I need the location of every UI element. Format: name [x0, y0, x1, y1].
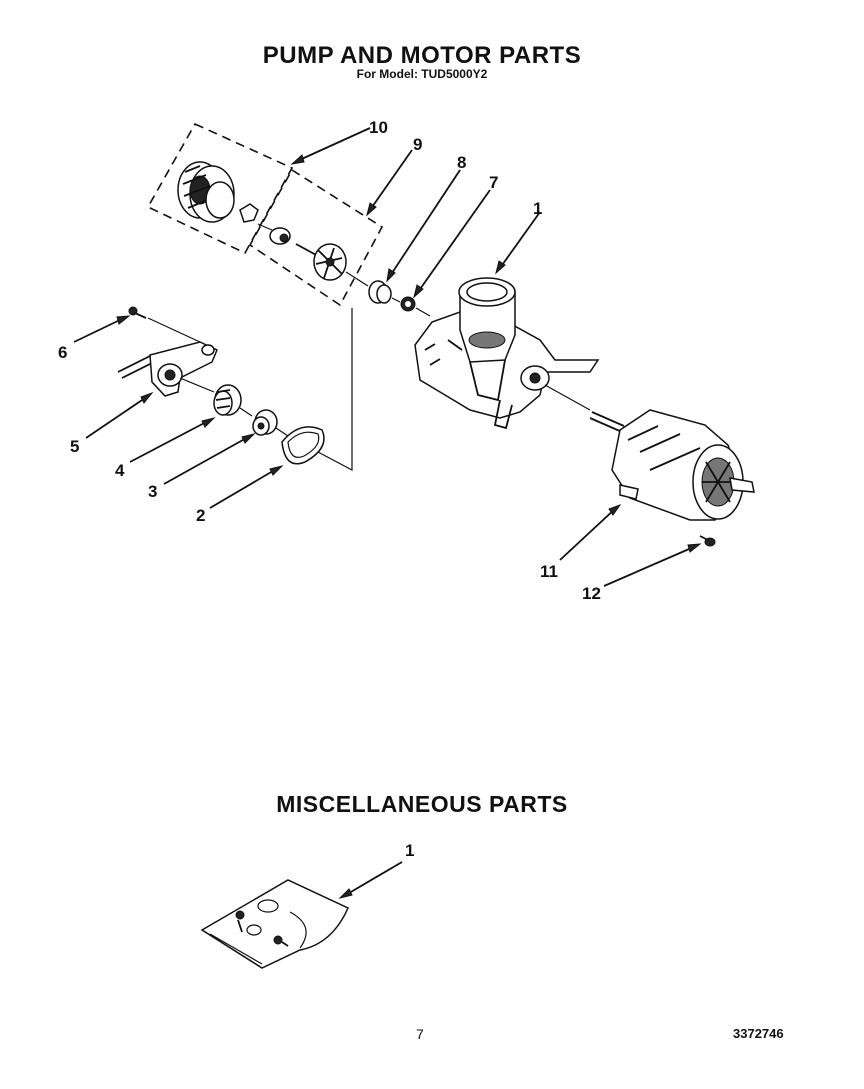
page-number: 7	[416, 1026, 424, 1042]
part-8-seal	[368, 280, 392, 304]
part-10-drum-assembly	[177, 161, 259, 223]
callout-12: 12	[582, 584, 601, 603]
part-11-motor	[589, 409, 755, 521]
callout-11: 11	[540, 562, 558, 581]
callout-5: 5	[70, 437, 79, 456]
callout-10: 10	[369, 118, 388, 137]
misc-section-title: MISCELLANEOUS PARTS	[276, 791, 568, 817]
callout-leaders	[73, 127, 702, 899]
part-5-bracket	[117, 341, 218, 397]
group-box-10	[146, 122, 294, 255]
callout-8: 8	[457, 153, 466, 172]
page-title: PUMP AND MOTOR PARTS	[262, 42, 582, 69]
part-3-seal	[252, 409, 278, 436]
callout-2: 2	[196, 506, 205, 525]
assembly-centerlines	[147, 223, 591, 471]
part-12-screw	[699, 535, 716, 547]
model-subtitle: For Model: TUD5000Y2	[356, 67, 488, 81]
callout-7: 7	[489, 173, 498, 192]
callout-9: 9	[413, 135, 422, 154]
callout-1: 1	[533, 199, 542, 218]
part-6-screw	[128, 306, 147, 319]
part-7-washer	[400, 296, 416, 312]
misc-parts-bag	[200, 879, 349, 969]
part-2-gasket	[281, 426, 325, 465]
part-1-pump-housing	[414, 277, 600, 430]
callout-6: 6	[58, 343, 67, 362]
misc-callout-1: 1	[405, 841, 414, 860]
callout-3: 3	[148, 482, 157, 501]
callout-4: 4	[115, 461, 125, 480]
part-9-impeller-assembly	[269, 227, 347, 281]
document-number: 3372746	[733, 1026, 784, 1041]
group-box-9	[248, 168, 384, 307]
part-4-ring	[213, 384, 242, 416]
